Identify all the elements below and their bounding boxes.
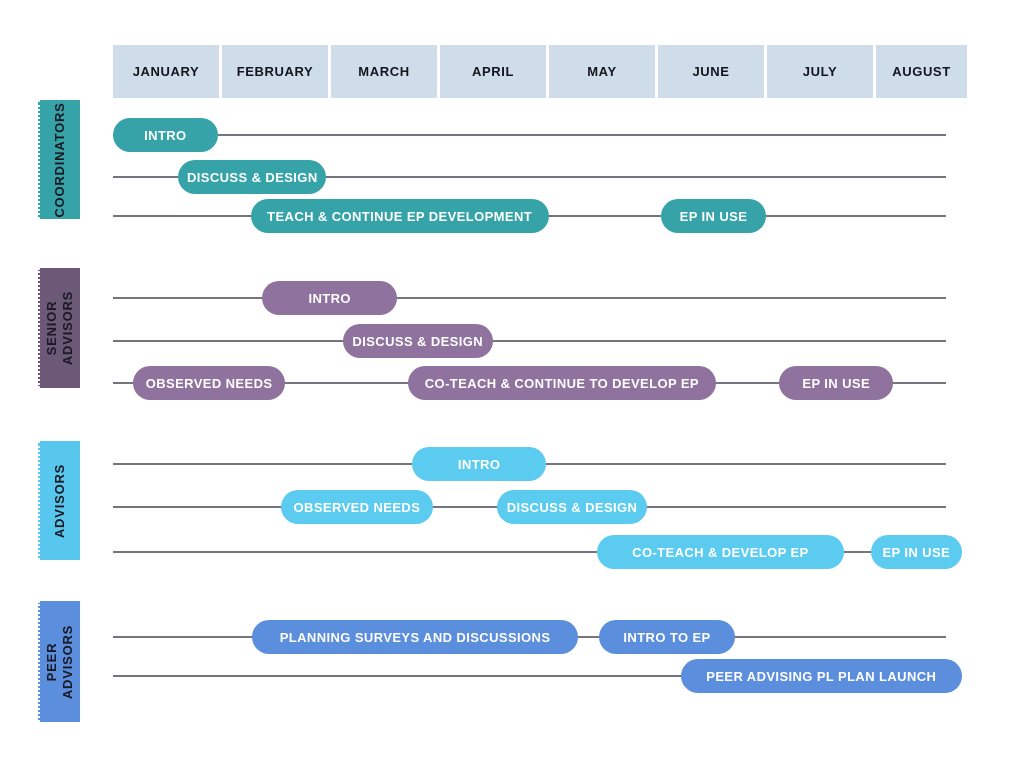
lane-label-text: ADVISORS <box>51 463 67 538</box>
gantt-bar-discuss-design: DISCUSS & DESIGN <box>342 324 494 358</box>
month-header-june: JUNE <box>658 45 764 98</box>
month-header-april: APRIL <box>440 45 546 98</box>
gantt-bar-intro: INTRO <box>262 281 397 315</box>
gantt-bar-teach-continue-ep-development: TEACH & CONTINUE EP DEVELOPMENT <box>250 199 549 233</box>
gantt-bar-observed-needs: OBSERVED NEEDS <box>280 490 434 524</box>
month-header-february: FEBRUARY <box>222 45 328 98</box>
gantt-bar-planning-surveys-and-discussions: PLANNING SURVEYS AND DISCUSSIONS <box>251 620 579 654</box>
gantt-bar-observed-needs: OBSERVED NEEDS <box>133 366 285 400</box>
month-header-january: JANUARY <box>113 45 219 98</box>
timeline-track <box>113 340 946 342</box>
gantt-bar-peer-advising-pl-plan-launch: PEER ADVISING PL PLAN LAUNCH <box>680 659 962 693</box>
gantt-bar-discuss-design: DISCUSS & DESIGN <box>178 160 327 194</box>
gantt-bar-discuss-design: DISCUSS & DESIGN <box>497 490 647 524</box>
gantt-bar-ep-in-use: EP IN USE <box>870 535 962 569</box>
timeline-track <box>113 134 946 136</box>
gantt-bar-ep-in-use: EP IN USE <box>660 199 767 233</box>
gantt-bar-intro: INTRO <box>411 447 547 481</box>
timeline-track <box>113 551 946 553</box>
lane-label-text: COORDINATORS <box>51 101 67 218</box>
month-header-may: MAY <box>549 45 655 98</box>
month-header-march: MARCH <box>331 45 437 98</box>
gantt-bar-intro: INTRO <box>113 118 218 152</box>
gantt-bar-ep-in-use: EP IN USE <box>779 366 894 400</box>
month-header-july: JULY <box>767 45 873 98</box>
gantt-bar-intro-to-ep: INTRO TO EP <box>598 620 736 654</box>
lane-label-box-advisors: ADVISORS <box>38 441 80 560</box>
gantt-bar-co-teach-develop-ep: CO-TEACH & DEVELOP EP <box>596 535 845 569</box>
lane-label-box-coordinators: COORDINATORS <box>38 100 80 219</box>
gantt-bar-co-teach-continue-to-develop-ep: CO-TEACH & CONTINUE TO DEVELOP EP <box>407 366 717 400</box>
month-header-august: AUGUST <box>876 45 967 98</box>
timeline-track <box>113 176 946 178</box>
timeline-track <box>113 675 946 677</box>
timeline-track <box>113 297 946 299</box>
